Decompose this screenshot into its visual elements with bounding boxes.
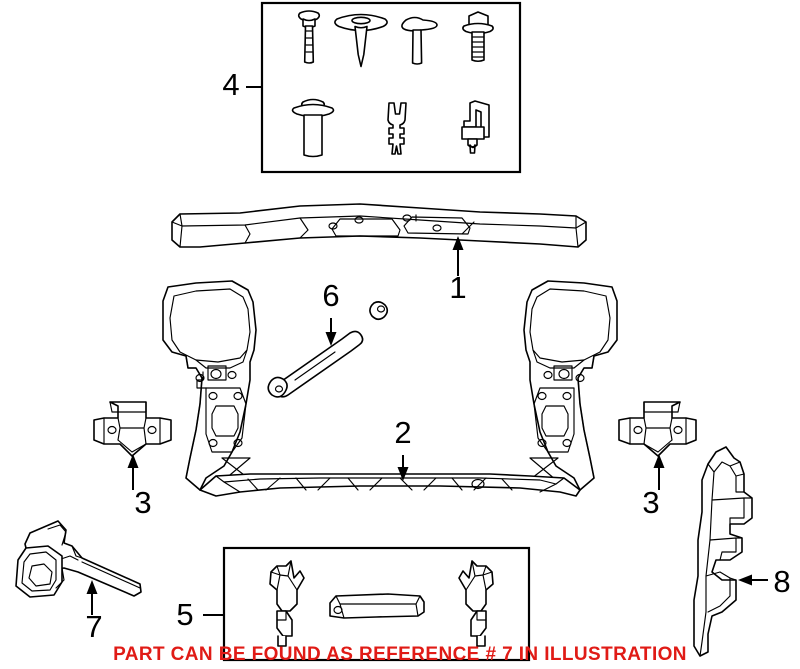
reference-note: PART CAN BE FOUND AS REFERENCE # 7 IN IL…: [113, 644, 687, 665]
u-nut-clip-icon: [387, 102, 407, 155]
side-air-deflector[interactable]: [693, 446, 753, 657]
callout-label-4: 4: [222, 67, 239, 102]
callout-label-3-left: 3: [134, 485, 151, 520]
bracket-kit-box[interactable]: [222, 546, 531, 662]
support-bracket-right-icon: [458, 560, 494, 647]
callout-leader-3-left: [127, 454, 139, 490]
flat-head-pin-screw-icon: [401, 16, 438, 65]
upper-tie-bar[interactable]: [171, 203, 587, 248]
callout-label-1: 1: [449, 270, 466, 305]
angle-retainer-clip-icon: [461, 100, 490, 154]
lower-crossmember[interactable]: [199, 473, 581, 497]
side-panel-left[interactable]: [162, 280, 257, 491]
callout-label-3-right: 3: [642, 485, 659, 520]
mounting-bracket-right[interactable]: [618, 401, 697, 457]
diagonal-brace[interactable]: [267, 301, 389, 398]
mounting-bracket-left[interactable]: [93, 401, 172, 457]
fastener-kit-box[interactable]: [260, 1, 522, 174]
callout-leader-2: [397, 455, 409, 481]
hood-latch-assembly[interactable]: [15, 520, 142, 598]
callout-label-8: 8: [773, 564, 790, 599]
callout-label-5: 5: [176, 597, 193, 632]
large-head-rivet-pin-icon: [334, 13, 388, 68]
callout-label-2: 2: [394, 415, 411, 450]
callout-leader-1: [452, 236, 464, 276]
pan-head-screw-icon: [297, 10, 321, 64]
domed-flange-bolt-icon: [291, 98, 335, 158]
hex-flange-bolt-icon: [462, 11, 494, 63]
callout-label-7: 7: [85, 609, 102, 644]
support-bracket-left-icon: [269, 560, 305, 647]
callout-leader-7: [86, 580, 98, 615]
callout-leader-6: [325, 318, 337, 346]
callout-leader-3-right: [653, 454, 665, 490]
side-panel-right[interactable]: [523, 280, 618, 491]
horizontal-tie-bar-icon: [329, 593, 425, 619]
callout-leader-8: [738, 574, 768, 586]
callout-label-6: 6: [322, 278, 339, 313]
